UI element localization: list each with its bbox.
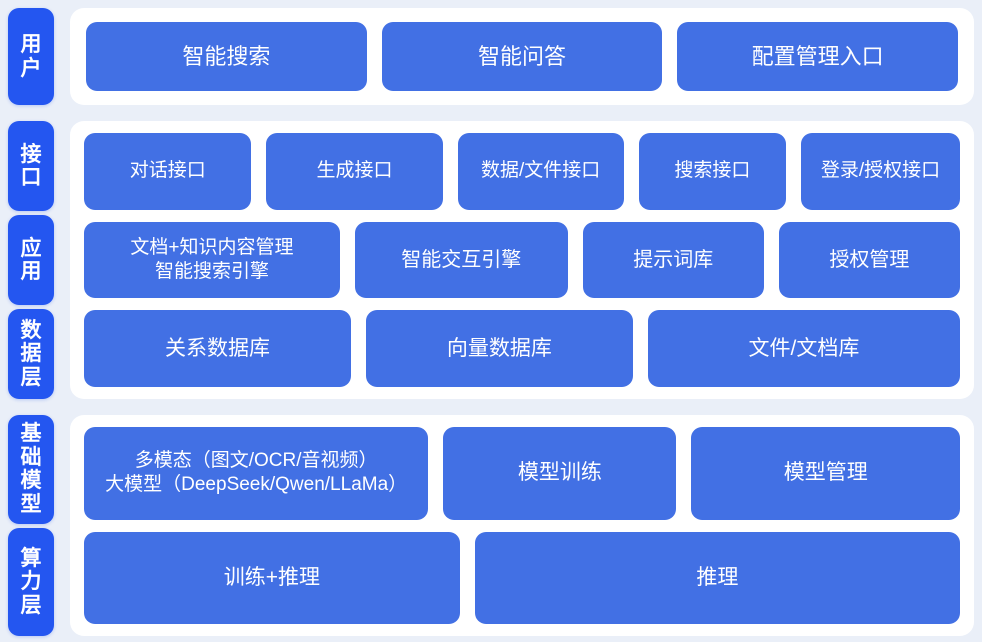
node-vector-database[interactable]: 向量数据库 — [365, 310, 633, 388]
row-compute: 训练+推理 推理 — [84, 531, 960, 624]
node-multimodal-large-model[interactable]: 多模态（图文/OCR/音视频） 大模型（DeepSeek/Qwen/LLaMa） — [84, 427, 429, 520]
node-smart-search[interactable]: 智能搜索 — [86, 22, 367, 92]
row-user-entries: 智能搜索 智能问答 配置管理入口 — [86, 22, 959, 92]
row-data: 关系数据库 向量数据库 文件/文档库 — [84, 310, 960, 388]
layer-tab-application[interactable]: 应用 — [8, 215, 54, 306]
row-interface: 对话接口 生成接口 数据/文件接口 搜索接口 登录/授权接口 — [84, 133, 960, 210]
node-model-management[interactable]: 模型管理 — [691, 427, 960, 520]
node-login-auth-api[interactable]: 登录/授权接口 — [801, 133, 960, 210]
card-users: 智能搜索 智能问答 配置管理入口 — [70, 8, 974, 106]
node-search-api[interactable]: 搜索接口 — [638, 133, 787, 210]
tab-column-base: 基础模型 算力层 — [8, 415, 54, 636]
layer-tab-data[interactable]: 数据层 — [8, 309, 54, 400]
layer-tab-interface[interactable]: 接口 — [8, 121, 54, 212]
layer-tab-compute[interactable]: 算力层 — [8, 527, 54, 636]
node-authorization-management[interactable]: 授权管理 — [778, 221, 961, 299]
layer-tab-foundation-model[interactable]: 基础模型 — [8, 415, 54, 524]
band-middle: 接口 应用 数据层 对话接口 生成接口 数据/文件接口 搜索接口 登录/授权接口… — [8, 121, 974, 400]
band-base: 基础模型 算力层 多模态（图文/OCR/音视频） 大模型（DeepSeek/Qw… — [8, 415, 974, 636]
tab-column-middle: 接口 应用 数据层 — [8, 121, 54, 400]
node-smart-qa[interactable]: 智能问答 — [381, 22, 663, 92]
node-dialog-api[interactable]: 对话接口 — [84, 133, 252, 210]
band-users: 用户 智能搜索 智能问答 配置管理入口 — [8, 8, 974, 106]
node-prompt-library[interactable]: 提示词库 — [582, 221, 764, 299]
node-training-inference[interactable]: 训练+推理 — [84, 531, 460, 624]
node-model-training[interactable]: 模型训练 — [443, 427, 677, 520]
node-relational-database[interactable]: 关系数据库 — [84, 310, 351, 388]
card-middle: 对话接口 生成接口 数据/文件接口 搜索接口 登录/授权接口 文档+知识内容管理… — [70, 121, 974, 400]
node-config-management-entry[interactable]: 配置管理入口 — [677, 22, 959, 92]
node-generation-api[interactable]: 生成接口 — [266, 133, 443, 210]
row-model: 多模态（图文/OCR/音视频） 大模型（DeepSeek/Qwen/LLaMa）… — [84, 427, 960, 520]
card-base: 多模态（图文/OCR/音视频） 大模型（DeepSeek/Qwen/LLaMa）… — [70, 415, 974, 636]
node-smart-interaction-engine[interactable]: 智能交互引擎 — [354, 221, 568, 299]
node-inference[interactable]: 推理 — [474, 531, 960, 624]
tab-column-users: 用户 — [8, 8, 54, 106]
layer-tab-users[interactable]: 用户 — [8, 8, 54, 106]
row-application: 文档+知识内容管理 智能搜索引擎 智能交互引擎 提示词库 授权管理 — [84, 221, 961, 299]
node-doc-knowledge-management[interactable]: 文档+知识内容管理 智能搜索引擎 — [84, 221, 340, 299]
node-file-document-store[interactable]: 文件/文档库 — [647, 310, 960, 388]
node-data-file-api[interactable]: 数据/文件接口 — [457, 133, 624, 210]
